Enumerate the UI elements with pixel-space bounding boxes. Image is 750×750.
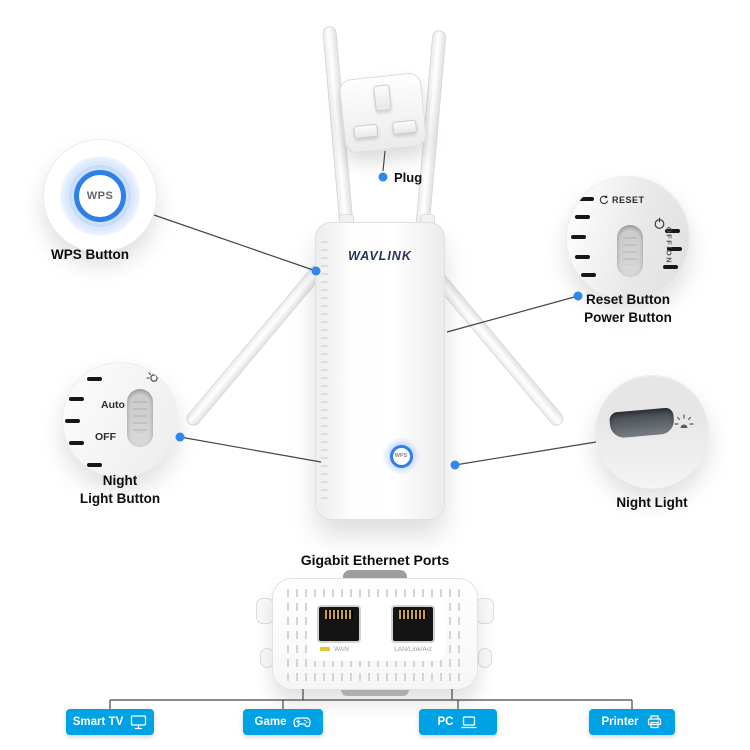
lan-label: LAN/Link/Act [394, 646, 432, 653]
device-wps-button: WPS [382, 437, 420, 475]
antenna-stub-right-lower [478, 648, 492, 668]
printer-icon [647, 715, 661, 729]
wps-button-zoom: WPS [60, 156, 140, 236]
reset-icon [599, 195, 609, 205]
lan-port [391, 605, 435, 643]
plug-pin-left [353, 123, 379, 140]
night-light-switch-knob [132, 395, 148, 433]
power-switch-track [617, 225, 643, 277]
game-badge: Game [243, 709, 323, 735]
rj45-pins [325, 610, 353, 619]
antenna-stub-right [476, 598, 494, 624]
wps-button-icon: WPS [74, 170, 126, 222]
ethernet-port-panel: WAN LAN/Link/Act [307, 597, 445, 661]
device-side-vents [321, 241, 328, 503]
printer-label: Printer [601, 716, 639, 728]
auto-text: Auto [101, 399, 125, 411]
ethernet-title: Gigabit Ethernet Ports [300, 552, 450, 568]
night-light-button-callout: Auto OFF [62, 362, 178, 478]
vent-row [287, 673, 465, 681]
plug-label: Plug [394, 170, 423, 185]
reset-text: RESET [612, 195, 645, 205]
gamepad-icon [293, 717, 312, 728]
power-switch-knob [622, 231, 638, 265]
game-label: Game [254, 716, 287, 728]
plug-illustration [338, 71, 428, 155]
smart-tv-badge: Smart TV [66, 709, 154, 735]
reset-power-label: Reset Button Power Button [562, 291, 694, 327]
pc-badge: PC [419, 709, 497, 735]
laptop-icon [461, 715, 478, 728]
vent-row [287, 659, 465, 667]
tv-icon [131, 715, 147, 730]
smart-tv-label: Smart TV [72, 716, 124, 728]
reset-button-label: Reset Button [586, 292, 670, 307]
night-light-callout [595, 375, 709, 489]
wps-callout: WPS [43, 139, 157, 253]
rj45-pins [399, 610, 427, 619]
night-light-switch-track [127, 389, 153, 447]
night-light-button-panel [63, 363, 177, 477]
off-on-text: OFF/ON [664, 226, 674, 265]
device-wps-text: WPS [394, 453, 408, 459]
wps-ring-icon: WPS [389, 444, 413, 468]
device-bottom-view: WAN LAN/Link/Act [272, 578, 478, 690]
wan-port [317, 605, 361, 643]
glow-icon [674, 414, 694, 428]
device-front: WAVLINK WPS [315, 222, 445, 520]
reset-power-callout: RESET OFF/ON [566, 176, 690, 300]
lamp-icon [146, 370, 162, 382]
plug-pin-right [392, 119, 418, 136]
vent-row [287, 589, 465, 597]
printer-badge: Printer [589, 709, 675, 735]
night-light-label: Night Light [616, 495, 688, 510]
plug-pin-top [373, 84, 392, 112]
pc-label: PC [437, 716, 454, 728]
night-light-button-label: Night Light Button [58, 472, 182, 508]
wan-label: WAN [334, 646, 349, 653]
power-button-label: Power Button [584, 310, 672, 325]
brand-logo: WAVLINK [348, 249, 412, 263]
antenna-side-left [183, 262, 327, 429]
wan-led [320, 647, 330, 651]
power-icon [654, 217, 665, 229]
night-text: Night [102, 473, 138, 488]
light-button-text: Light Button [79, 491, 161, 506]
wps-button-label: WPS Button [51, 247, 129, 262]
antenna-side-right [423, 262, 567, 429]
wps-callout-text: WPS [86, 190, 114, 202]
off-text: OFF [95, 431, 116, 443]
